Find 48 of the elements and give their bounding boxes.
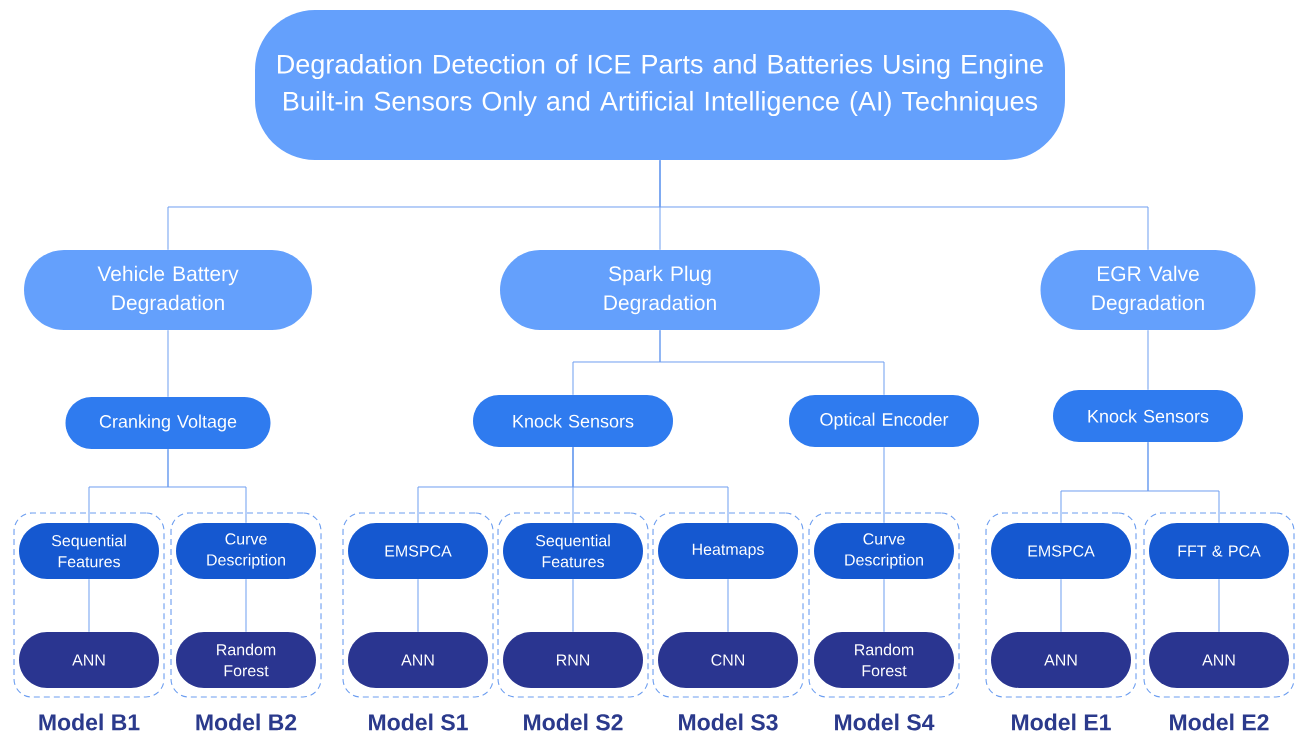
- model-box: Random Forest: [176, 632, 316, 688]
- node-label: Model S1: [369, 713, 468, 731]
- node-label: Model S2: [524, 713, 623, 731]
- connector-line: [659, 159, 1149, 251]
- model-box: RNN: [503, 632, 643, 688]
- connector-line: [727, 578, 729, 633]
- feature-box: EMSPCA: [991, 523, 1131, 579]
- node-label: Model E2: [1170, 713, 1269, 731]
- connector-line: [167, 448, 247, 524]
- connector-line: [417, 578, 419, 633]
- connector-line: [1147, 329, 1149, 391]
- feature-box: EMSPCA: [348, 523, 488, 579]
- node-label: Model B1: [39, 713, 140, 731]
- node-label: Model E1: [1012, 713, 1111, 731]
- node-label: Model S4: [835, 713, 935, 731]
- sensor-box: Knock Sensors: [1053, 390, 1243, 442]
- category-box: Spark Plug Degradation: [500, 250, 820, 330]
- connector-line: [88, 578, 90, 633]
- model-box: ANN: [991, 632, 1131, 688]
- feature-box: Sequential Features: [19, 523, 159, 579]
- feature-box: FFT & PCA: [1149, 523, 1289, 579]
- model-box: Random Forest: [814, 632, 954, 688]
- feature-box: Curve Description: [176, 523, 316, 579]
- connector-line: [167, 329, 169, 398]
- connector-line: [883, 446, 885, 524]
- sensor-box: Knock Sensors: [473, 395, 673, 447]
- feature-box: Heatmaps: [658, 523, 798, 579]
- model-box: CNN: [658, 632, 798, 688]
- connector-line: [659, 329, 885, 396]
- feature-box: Curve Description: [814, 523, 954, 579]
- category-box: Vehicle Battery Degradation: [24, 250, 312, 330]
- title-box: Degradation Detection of ICE Parts and Batteries Using Engine Built-in Sensors Only and Artificial Intelligence (AI) Techniques: [255, 10, 1065, 160]
- node-label: Model S3: [679, 713, 778, 731]
- sensor-box: Cranking Voltage: [65, 397, 271, 449]
- connector-line: [1060, 578, 1062, 633]
- model-box: ANN: [348, 632, 488, 688]
- model-box: ANN: [1149, 632, 1289, 688]
- sensor-box: Optical Encoder: [789, 395, 979, 447]
- feature-box: Sequential Features: [503, 523, 643, 579]
- connector-line: [883, 578, 885, 633]
- connector-line: [245, 578, 247, 633]
- node-label: Model B2: [196, 713, 297, 731]
- connector-line: [1218, 578, 1220, 633]
- model-box: ANN: [19, 632, 159, 688]
- connector-line: [572, 578, 574, 633]
- connector-line: [1147, 441, 1220, 524]
- connector-line: [572, 446, 729, 524]
- category-box: EGR Valve Degradation: [1040, 250, 1256, 330]
